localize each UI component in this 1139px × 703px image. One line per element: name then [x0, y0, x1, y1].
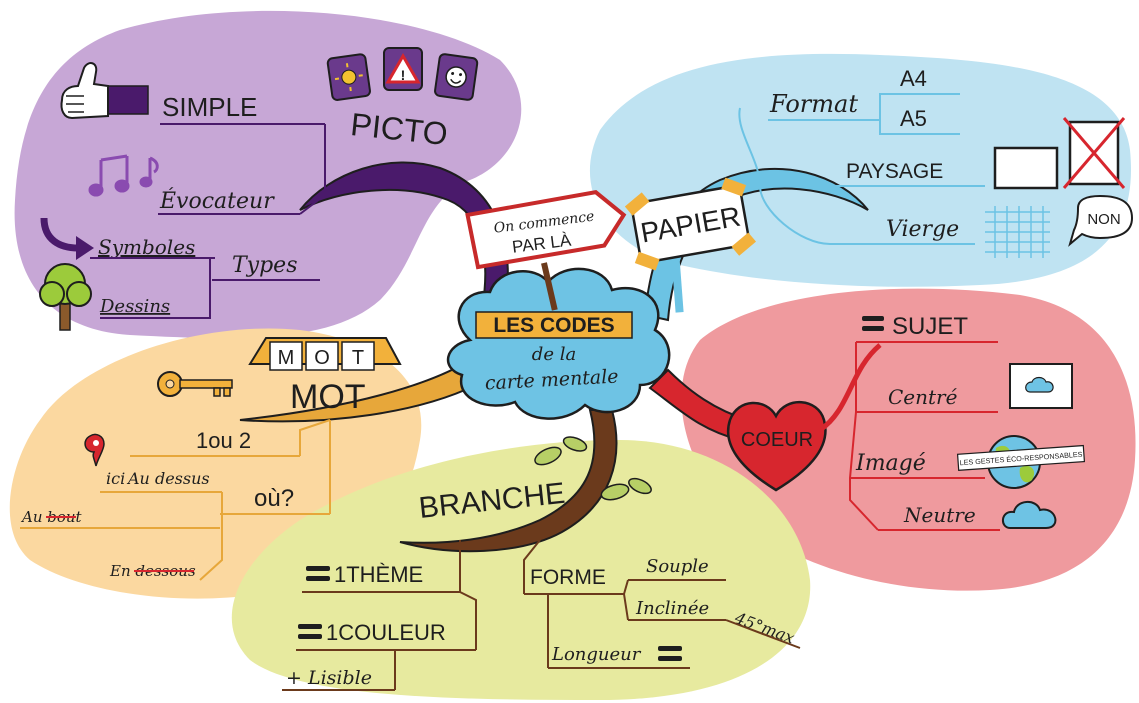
coeur-neutre: Neutre	[903, 503, 976, 527]
crossed-portrait-icon	[1062, 117, 1126, 189]
speech-bubble-icon: NON	[1068, 194, 1134, 247]
equals-icon	[658, 646, 682, 661]
papier-sign: PAPIER	[624, 177, 757, 313]
branche-inclinee: Inclinée	[635, 598, 709, 619]
leaf-icon	[534, 446, 562, 466]
coeur-title: COEUR	[741, 429, 813, 451]
equals-icon	[306, 566, 330, 581]
tree-icon	[39, 263, 92, 331]
picto-symboles: Symboles	[98, 235, 195, 259]
mot-tiles: M O T	[248, 337, 402, 371]
arrow-icon	[40, 217, 94, 260]
mot-tile-o: O	[314, 347, 330, 369]
branche-lisible: + Lisible	[286, 667, 372, 689]
key-icon	[157, 371, 233, 397]
equals-icon	[298, 624, 322, 639]
center-title: LES CODES	[493, 314, 614, 337]
centered-cloud-frame-icon	[1009, 363, 1073, 409]
mot-1ou2: 1ou 2	[196, 428, 251, 453]
papier-non: NON	[1087, 211, 1120, 228]
branch-mot	[239, 358, 478, 423]
grid-paper-icon	[985, 206, 1050, 258]
sun-card-icon	[326, 53, 371, 101]
leaf-icon	[628, 477, 652, 495]
picto-evocateur: Évocateur	[159, 187, 275, 214]
mot-tile-t: T	[352, 347, 364, 369]
branche-longueur: Longueur	[551, 644, 642, 665]
cloud-icon	[1002, 501, 1057, 529]
equals-icon	[862, 316, 884, 331]
branche-couleur: 1COULEUR	[326, 620, 446, 645]
svg-text:!: !	[401, 67, 406, 83]
branche-souple: Souple	[646, 556, 709, 577]
papier-a5: A5	[900, 106, 927, 131]
heart-icon: COEUR	[727, 400, 827, 492]
picto-simple: SIMPLE	[162, 92, 257, 122]
branche-section: BRANCHE 1THÈME 1COULEUR + Lisible FORME …	[282, 477, 801, 691]
coeur-sujet: SUJET	[892, 313, 968, 340]
mot-ici: ici	[106, 469, 125, 488]
papier-format: Format	[769, 90, 858, 118]
branche-theme: 1THÈME	[334, 562, 423, 587]
branche-area	[231, 440, 811, 700]
coeur-image: Imagé	[855, 451, 926, 476]
mot-title: MOT	[290, 378, 366, 416]
mot-tile-m: M	[278, 347, 295, 369]
coeur-centre: Centré	[888, 385, 958, 409]
branche-forme: FORME	[530, 566, 606, 589]
warning-card-icon: !	[383, 47, 423, 91]
landscape-page-icon	[993, 146, 1059, 190]
mot-ou: où?	[254, 485, 294, 512]
papier-a4: A4	[900, 66, 927, 91]
papier-paysage: PAYSAGE	[846, 160, 943, 183]
music-notes-icon	[88, 154, 159, 197]
location-pin-icon	[84, 433, 105, 467]
picto-section: SIMPLE Évocateur Symboles Types	[39, 47, 479, 331]
papier-section: PAPIER Format A4 A5 PAYSAGE Vierge N	[624, 66, 1134, 313]
leaf-icon	[562, 436, 588, 452]
leaf-icon	[600, 483, 630, 501]
picto-dessins: Dessins	[99, 296, 170, 317]
smiley-card-icon	[434, 53, 479, 101]
start-sign: On commence PAR LÀ	[465, 190, 627, 311]
center-cloud: LES CODES de la carte mentale	[446, 267, 671, 420]
center-subtitle-1: de la	[532, 344, 576, 365]
earth-globe-icon: LES GESTES ÉCO-RESPONSABLES	[956, 435, 1086, 489]
mot-au-dessus: Au dessus	[126, 469, 210, 488]
papier-vierge: Vierge	[886, 217, 959, 242]
picto-types: Types	[232, 253, 298, 278]
mot-section: M O T MOT 1ou 2 ici Au dessus où? Au bou…	[20, 337, 402, 581]
thumbs-up-icon	[60, 62, 149, 120]
coeur-section: COEUR SUJET Centré Imagé LES GESTES ÉCO-…	[727, 313, 1086, 531]
